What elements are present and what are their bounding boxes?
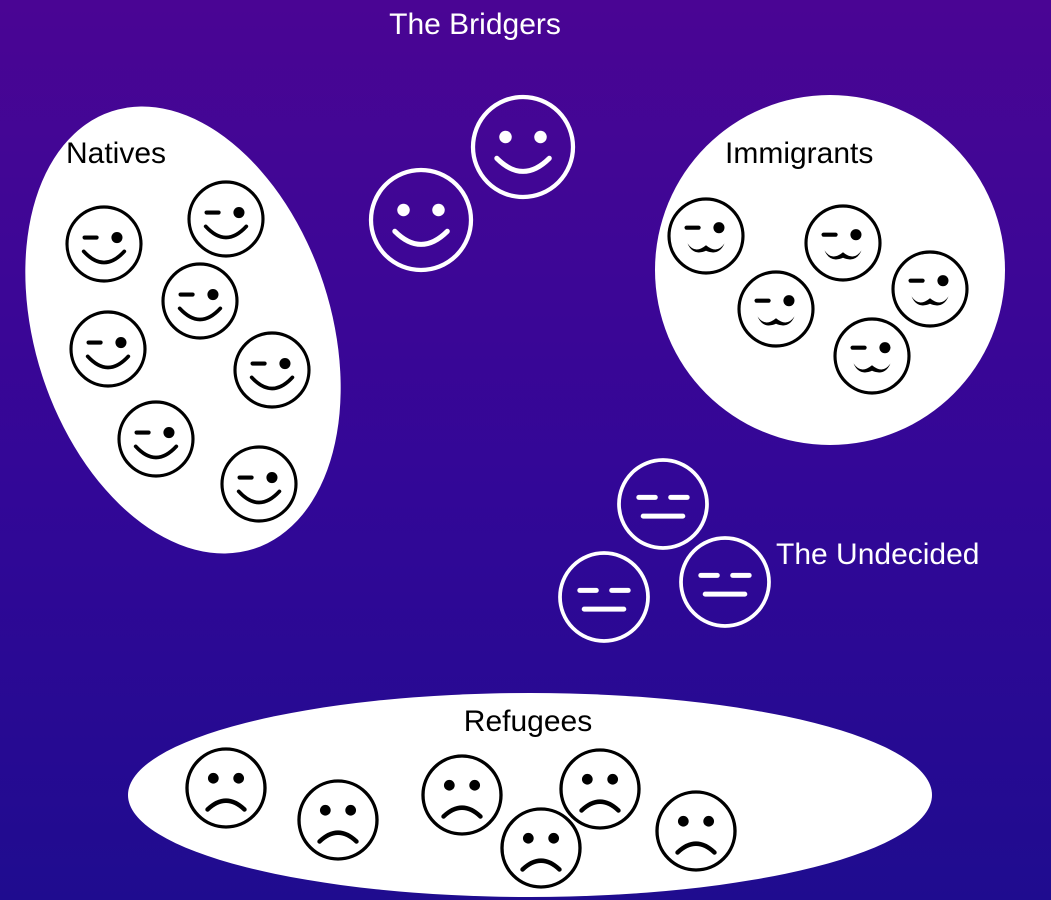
undecided-label: The Undecided [776,538,979,571]
winking-face-icon [65,205,143,283]
frowning-face-icon [185,747,267,829]
mustache-face-icon [891,250,969,328]
winking-face-icon [187,180,265,258]
frowning-face-icon [655,790,737,872]
frowning-face-icon [297,779,379,861]
neutral-face-icon [617,458,709,550]
neutral-face-icon [558,551,650,643]
winking-face-icon [161,262,239,340]
frowning-face-icon [421,754,503,836]
winking-face-icon [220,445,298,523]
bridgers-label: The Bridgers [389,8,561,41]
winking-face-icon [69,310,147,388]
faces-layer [65,94,969,889]
mustache-face-icon [737,270,815,348]
mustache-face-icon [667,197,745,275]
immigrants-label: Immigrants [725,137,873,170]
natives-label: Natives [66,137,166,170]
neutral-face-icon [679,536,771,628]
mustache-face-icon [833,317,911,395]
refugees-label: Refugees [464,705,592,738]
immigrants-blob [655,95,1005,445]
smiley-icon [470,94,576,200]
winking-face-icon [117,400,195,478]
frowning-face-icon [559,748,641,830]
mustache-face-icon [804,204,882,282]
smiley-icon [368,167,474,273]
winking-face-icon [233,331,311,409]
frowning-face-icon [500,807,582,889]
natives-blob [25,106,341,554]
